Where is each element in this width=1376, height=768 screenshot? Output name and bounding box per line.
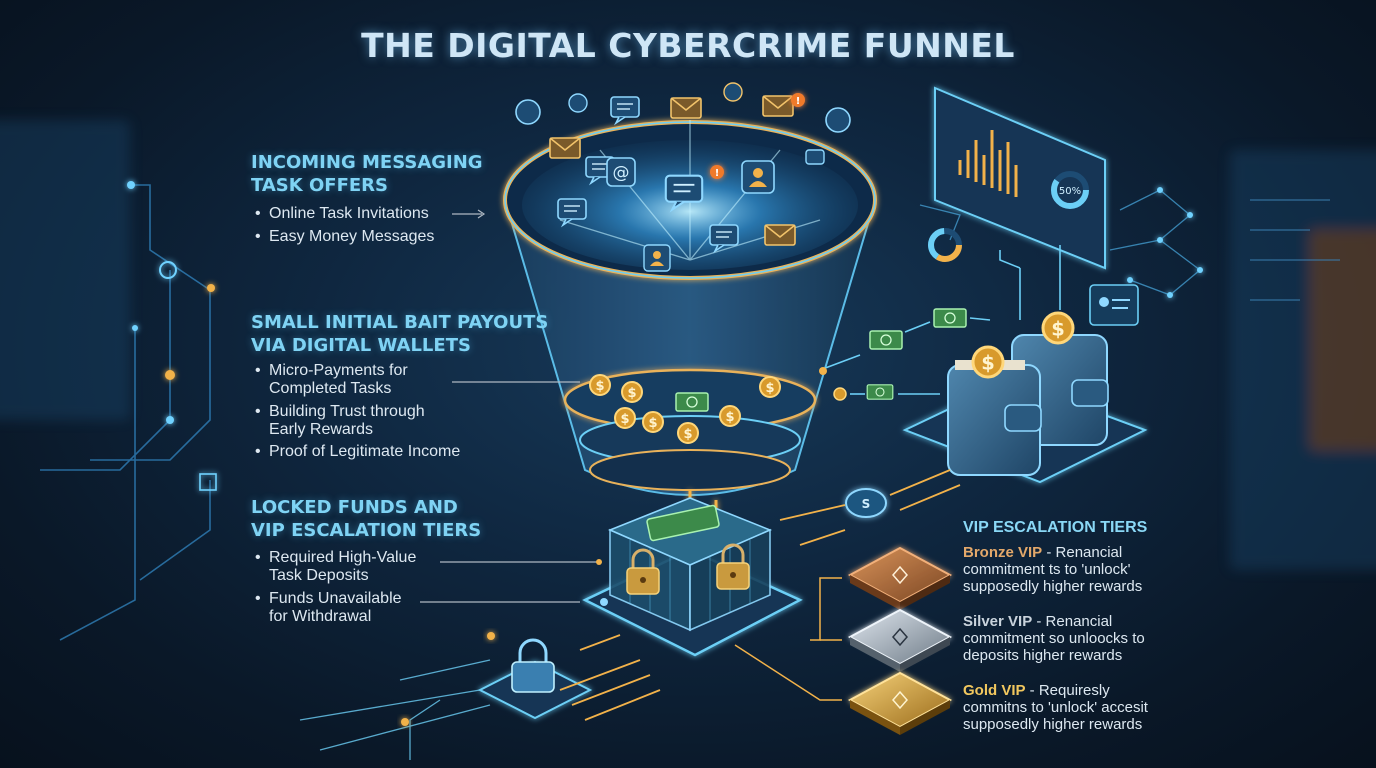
dollar-coin-icon	[614, 407, 636, 429]
chat-bubble-icon	[610, 96, 640, 124]
banknote-icon	[869, 330, 903, 350]
dollar-coin-icon	[971, 345, 1005, 379]
bronze-tier-plate	[847, 546, 953, 610]
chat-bubble-icon	[515, 82, 851, 165]
tier-gold-description: Gold VIP - Requiresly commitns to 'unloc…	[963, 682, 1148, 733]
banknote-icon	[866, 384, 894, 400]
gold-tier-plate	[847, 671, 953, 735]
tier-bronze-description: Bronze VIP - Renancial commitment ts to …	[963, 544, 1143, 595]
banknote-icon	[675, 392, 709, 412]
dollar-coin-icon	[1041, 311, 1075, 345]
dollar-coin-icon	[589, 374, 611, 396]
svg-text:@: @	[613, 163, 630, 183]
bullet-item: •Online Task Invitations	[255, 205, 429, 222]
dollar-coin-icon	[677, 422, 699, 444]
wallet-icon	[902, 334, 1148, 484]
dollar-coin-icon	[642, 411, 664, 433]
envelope-icon	[670, 97, 702, 119]
bullet-item: •Proof of Legitimate Income	[255, 443, 461, 460]
dashboard-panel: 50%	[928, 86, 1139, 326]
silver-tier-plate	[847, 608, 953, 672]
dollar-coin-icon	[621, 381, 643, 403]
page-title: THE DIGITAL CYBERCRIME FUNNEL	[361, 26, 1015, 65]
banknote-icon	[933, 308, 967, 328]
section-heading-incoming-messages: INCOMING MESSAGING TASK OFFERS	[251, 152, 483, 196]
padlock-icon	[477, 638, 593, 720]
section-heading-bait-payouts: SMALL INITIAL BAIT PAYOUTS VIA DIGITAL W…	[251, 312, 549, 356]
vip-tiers-heading: VIP ESCALATION TIERS	[963, 519, 1148, 536]
dollar-coin-icon	[719, 405, 741, 427]
svg-text:S: S	[862, 497, 871, 511]
alert-badge-icon: ! !	[710, 93, 805, 179]
svg-text:!: !	[715, 168, 720, 179]
tier-silver-description: Silver VIP - Renancial commitment so unl…	[963, 613, 1145, 664]
section-heading-locked-funds: LOCKED FUNDS AND VIP ESCALATION TIERS	[251, 497, 482, 541]
svg-text:!: !	[796, 96, 801, 107]
envelope-icon	[764, 224, 796, 246]
gauge-label: 50%	[1059, 186, 1081, 197]
bullet-item: •Easy Money Messages	[255, 228, 435, 245]
envelope-icon	[549, 137, 581, 159]
user-card-icon	[643, 244, 671, 272]
envelope-icon	[762, 95, 794, 117]
at-sign-icon: @	[606, 157, 636, 187]
padlock-icon	[626, 543, 750, 595]
user-card-icon	[741, 160, 775, 194]
dollar-coin-icon	[759, 376, 781, 398]
vault-box-icon	[582, 497, 803, 657]
